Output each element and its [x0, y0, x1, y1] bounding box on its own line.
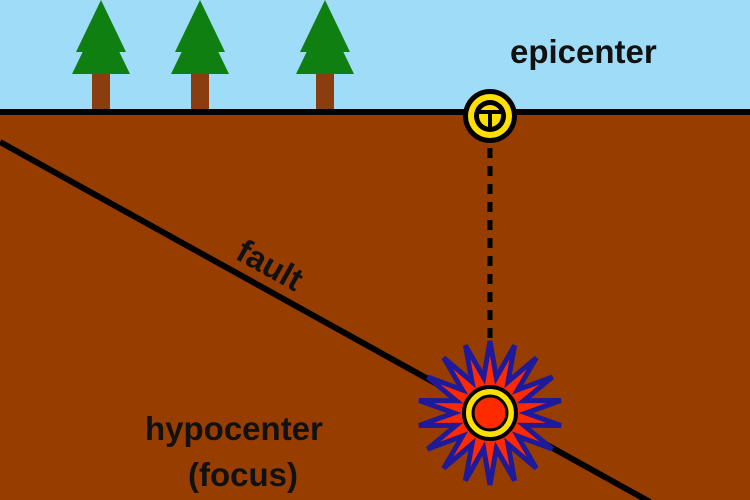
hypocenter-label: hypocenter: [145, 410, 323, 447]
pine-tree-icon: [72, 0, 130, 110]
ground: [0, 112, 750, 500]
focus-core: [471, 394, 509, 432]
epicenter-label: epicenter: [510, 33, 657, 70]
sky: [0, 0, 750, 112]
epicenter-marker-icon: [463, 89, 517, 143]
focus-label: (focus): [188, 456, 298, 493]
seismic-burst-icon: [418, 340, 562, 486]
pine-tree-icon: [171, 0, 229, 110]
pine-tree-icon: [296, 0, 354, 110]
